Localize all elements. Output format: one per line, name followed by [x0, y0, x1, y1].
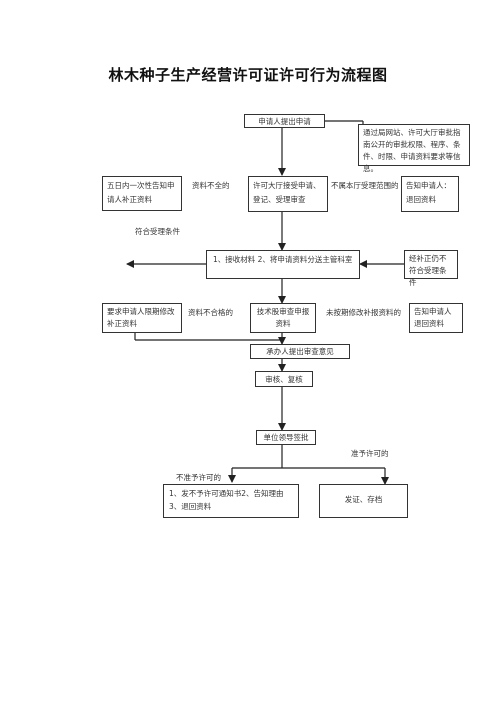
notify-supplement-box: 五日内一次性告知申请人补正资料: [102, 176, 182, 211]
apply-box: 申请人提出申请: [244, 114, 325, 128]
review-box-text: 审核、复核: [265, 375, 303, 384]
require-supplement-box: 要求申请人限期修改补正资料: [102, 303, 182, 333]
tech-box-text: 技术股审查申报资料: [256, 307, 310, 328]
info-box: 通过局网站、许可大厅审批指南公开的审批权限、程序、条件、时限、申请资料要求等信息…: [358, 124, 470, 173]
opinion-box: 承办人提出审查意见: [250, 344, 350, 359]
notify-supplement-text: 五日内一次性告知申请人补正资料: [107, 181, 175, 204]
opinion-box-text: 承办人提出审查意见: [266, 347, 334, 356]
notify-return-box-2: 告知申请人退回资料: [409, 303, 463, 333]
label-outside-scope: 不属本厅受理范围的: [331, 181, 399, 190]
still-not-text: 经补正仍不符合受理条件: [409, 254, 447, 287]
issue-box: 发证、存档: [319, 484, 408, 518]
label-unqualified: 资料不合格的: [188, 308, 233, 317]
tech-box: 技术股审查申报资料: [250, 303, 316, 333]
notify-return-2-text: 告知申请人退回资料: [414, 307, 452, 328]
notify-return-box-1: 告知申请人：退回资料: [401, 176, 459, 212]
sign-box: 单位领导签批: [256, 430, 316, 445]
accept-box: 许可大厅接受申请、登记、受理审查: [248, 176, 328, 212]
issue-box-text: 发证、存档: [344, 495, 383, 504]
info-box-text: 通过局网站、许可大厅审批指南公开的审批权限、程序、条件、时限、申请资料要求等信息…: [363, 128, 461, 173]
label-meets: 符合受理条件: [135, 227, 180, 236]
require-supplement-text: 要求申请人限期修改补正资料: [107, 307, 175, 328]
page-title: 林木种子生产经营许可证许可行为流程图: [108, 66, 388, 84]
receive-box: 1、接收材料 2、将申请资料分送主管科室: [206, 250, 360, 279]
still-not-box: 经补正仍不符合受理条件: [404, 250, 458, 287]
reject-box-text: 1、发不予许可通知书2、告知理由3、退回资料: [169, 489, 284, 511]
label-grant: 准予许可的: [351, 449, 389, 458]
notify-return-1-text: 告知申请人：退回资料: [406, 181, 451, 204]
sign-box-text: 单位领导签批: [263, 433, 309, 442]
apply-box-text: 申请人提出申请: [258, 117, 311, 126]
label-not-revised: 未按期修改补报资料的: [326, 308, 401, 317]
accept-box-text: 许可大厅接受申请、登记、受理审查: [253, 181, 321, 204]
reject-box: 1、发不予许可通知书2、告知理由3、退回资料: [163, 484, 299, 518]
label-deny: 不准予许可的: [176, 473, 221, 482]
review-box: 审核、复核: [255, 371, 313, 387]
label-incomplete: 资料不全的: [192, 181, 230, 190]
receive-box-text: 1、接收材料 2、将申请资料分送主管科室: [213, 255, 353, 264]
